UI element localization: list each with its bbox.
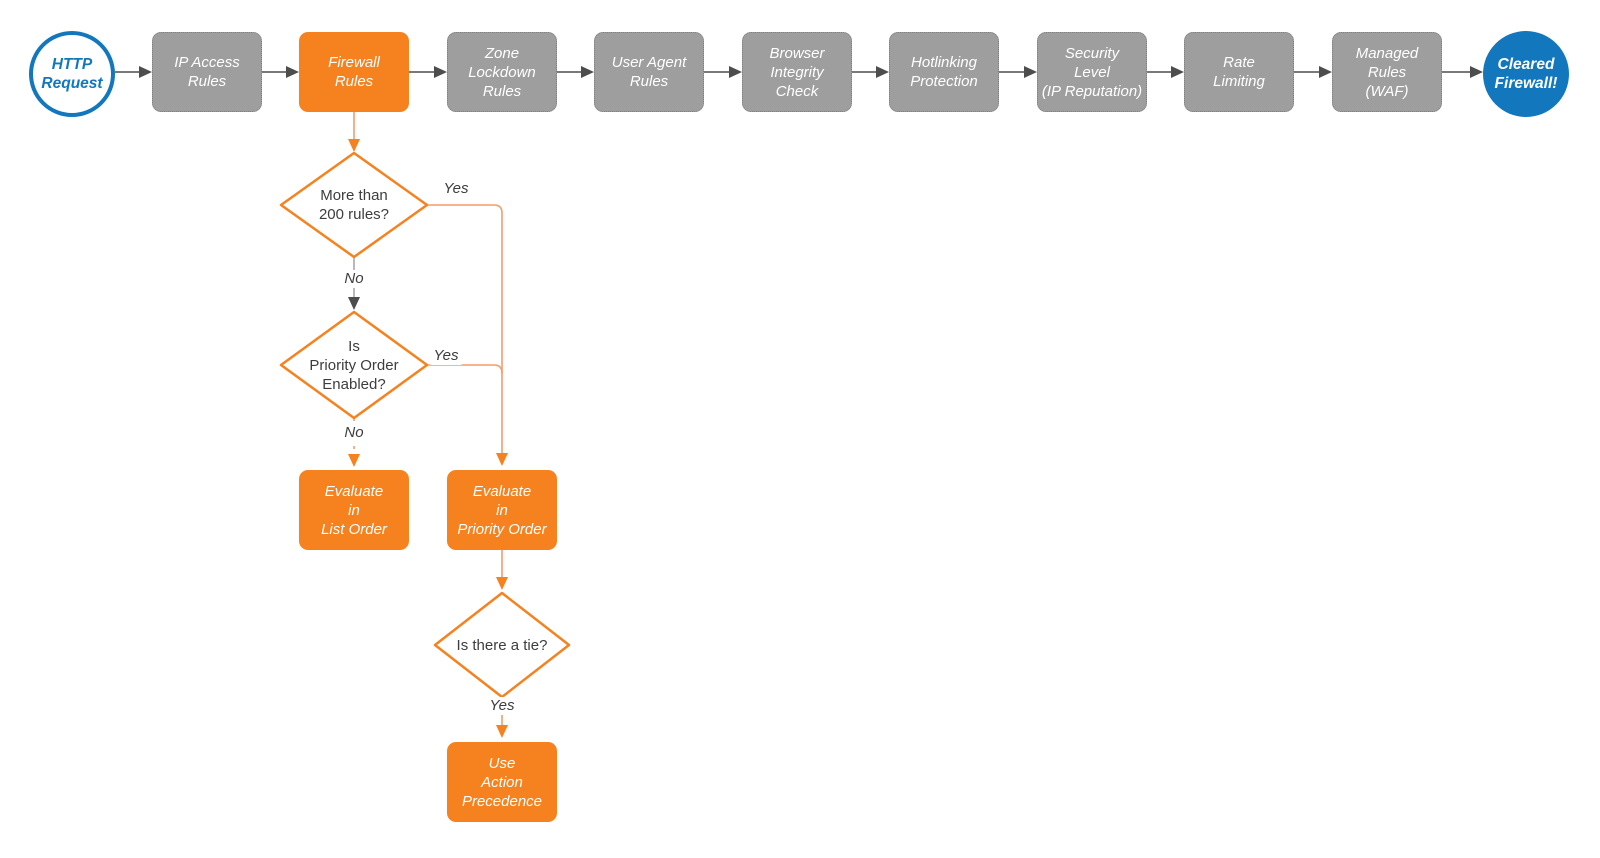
node-cleared-firewall: Cleared Firewall!: [1483, 31, 1569, 117]
arrow-firewall-to-d1: [348, 112, 360, 152]
decision-more-than-200-rules-label: More than 200 rules?: [318, 187, 390, 223]
edge-label-d3-yes: Yes: [486, 697, 518, 715]
arrow-d2-no-to-evaluate-list: [348, 418, 360, 467]
decision-is-there-a-tie-label: Is there a tie?: [456, 637, 548, 654]
node-managed-rules-waf-label: Managed Rules (WAF): [1355, 44, 1419, 100]
node-zone-lockdown-rules-label: Zone Lockdown Rules: [468, 44, 536, 100]
node-firewall-rules-label: Firewall Rules: [328, 54, 380, 90]
node-ip-access-rules: IP Access Rules: [152, 32, 262, 112]
node-security-level-label: Security Level (IP Reputation): [1041, 44, 1143, 100]
arrow-ip-access-to-firewall: [262, 66, 299, 78]
edge-label-d2-no: No: [341, 424, 367, 442]
node-use-action-precedence: Use Action Precedence: [447, 742, 557, 822]
arrow-rate-limiting-to-managed-rules: [1294, 66, 1332, 78]
arrow-browser-integrity-to-hotlinking: [852, 66, 889, 78]
arrow-evaluate-priority-to-d3: [496, 550, 508, 590]
node-hotlinking-protection: Hotlinking Protection: [889, 32, 999, 112]
node-browser-integrity-check: Browser Integrity Check: [742, 32, 852, 112]
node-hotlinking-protection-label: Hotlinking Protection: [910, 54, 978, 90]
arrow-security-level-to-rate-limiting: [1147, 66, 1184, 78]
node-evaluate-in-priority-order: Evaluate in Priority Order: [447, 470, 557, 550]
node-cleared-firewall-label: Cleared Firewall!: [1494, 56, 1558, 92]
node-evaluate-in-list-order: Evaluate in List Order: [299, 470, 409, 550]
arrow-start-to-ip-access: [115, 66, 152, 78]
node-rate-limiting: Rate Limiting: [1184, 32, 1294, 112]
arrow-d1-yes-to-evaluate-priority: [427, 204, 508, 466]
decision-priority-order-enabled-shape: [279, 310, 429, 420]
edge-label-d2-yes: Yes: [430, 347, 462, 365]
node-evaluate-in-list-order-label: Evaluate in List Order: [321, 482, 387, 538]
arrow-d2-yes-join: [427, 364, 503, 374]
node-browser-integrity-check-label: Browser Integrity Check: [769, 44, 825, 100]
edge-label-d1-yes: Yes: [440, 180, 472, 198]
node-http-request: HTTP Request: [29, 31, 115, 117]
node-user-agent-rules-label: User Agent Rules: [611, 54, 687, 90]
arrow-firewall-to-zone-lockdown: [409, 66, 447, 78]
arrow-managed-rules-to-cleared: [1442, 66, 1483, 78]
node-ip-access-rules-label: IP Access Rules: [174, 54, 240, 90]
arrow-user-agent-to-browser-integrity: [704, 66, 742, 78]
node-rate-limiting-label: Rate Limiting: [1213, 54, 1265, 90]
node-security-level-ip-reputation: Security Level (IP Reputation): [1037, 32, 1147, 112]
node-zone-lockdown-rules: Zone Lockdown Rules: [447, 32, 557, 112]
decision-priority-order-enabled-label: Is Priority Order Enabled?: [309, 338, 399, 393]
node-http-request-label: HTTP Request: [41, 56, 103, 92]
node-evaluate-in-priority-order-label: Evaluate in Priority Order: [457, 482, 547, 538]
node-managed-rules-waf: Managed Rules (WAF): [1332, 32, 1442, 112]
node-user-agent-rules: User Agent Rules: [594, 32, 704, 112]
arrow-hotlinking-to-security-level: [999, 66, 1037, 78]
arrow-zone-lockdown-to-user-agent: [557, 66, 594, 78]
decision-more-than-200-rules-shape: [279, 151, 429, 259]
edge-label-d1-no: No: [341, 270, 367, 288]
node-firewall-rules: Firewall Rules: [299, 32, 409, 112]
node-use-action-precedence-label: Use Action Precedence: [461, 754, 543, 810]
